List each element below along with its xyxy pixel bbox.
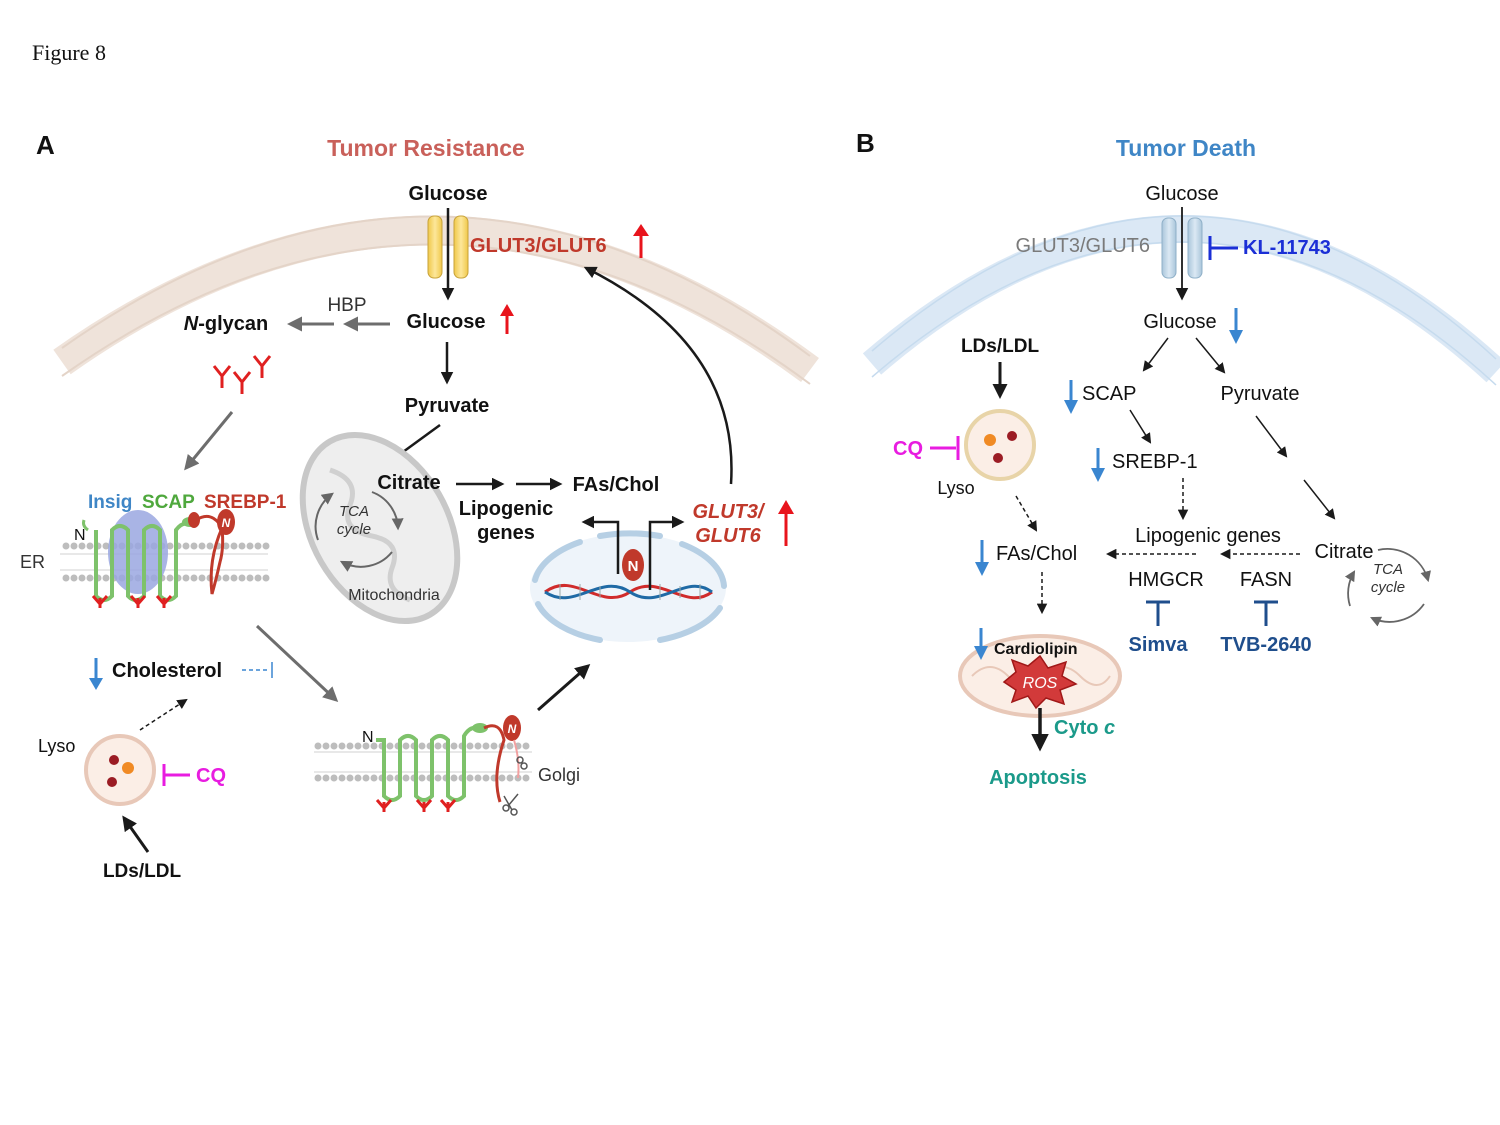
hbp-label: HBP [327,295,366,316]
citrate-a: Citrate [377,472,440,494]
lds-ldl-b: LDs/LDL [961,336,1040,357]
srebp-n-er: N [222,516,231,530]
scap-label-a: SCAP [142,492,195,513]
tvb-inhibition [1254,600,1278,626]
nglycan-label: N-glycan [184,313,268,335]
srebp-label-b: SREBP-1 [1112,451,1198,473]
glucose-in-b: Glucose [1143,311,1216,333]
insig-label: Insig [88,492,132,513]
nucleus-srebp-n: N [628,558,639,575]
simva-inhibition [1146,600,1170,626]
simva-label: Simva [1129,634,1189,656]
cholesterol-inhibition [242,662,273,678]
srebp-protein [188,509,235,595]
nucleus-a [530,530,727,643]
glucose-in-a: Glucose [407,311,486,333]
er-label: ER [20,552,45,572]
lysosome-b [964,409,1036,481]
kl11743-label: KL-11743 [1243,237,1331,259]
srebp-n-golgi: N [508,722,517,736]
pyruvate-a: Pyruvate [405,395,490,417]
ros-burst [1002,654,1078,710]
down-arrow-icon [1091,448,1105,482]
cardiolipin-label: Cardiolipin [994,641,1078,658]
srebp-protein-golgi [483,715,521,803]
cq-label-a: CQ [196,765,226,787]
glut3-glut6-label-b: GLUT3/GLUT6 [1016,235,1150,257]
lyso-label-a: Lyso [38,736,75,756]
scap-protein-golgi [376,723,488,802]
panel-b-letter: B [856,128,875,158]
scissors-icon [502,756,528,816]
lysosome-a [84,734,156,806]
tca-cycle-a [314,491,404,572]
fasn-label: FASN [1240,569,1292,591]
down-arrow-icon [975,540,989,576]
glut3-glut6-label-a: GLUT3/GLUT6 [470,235,607,257]
feedback-arrow-a [583,266,733,485]
srebp-label-a: SREBP-1 [204,492,287,513]
glycan-icon [375,799,457,812]
lipogenic-genes-b: Lipogenic genes [1135,525,1281,547]
scap-label-b: SCAP [1082,383,1136,405]
citrate-b: Citrate [1315,541,1374,563]
golgi-n-terminal: N [362,729,374,746]
mitochondria-a [299,431,461,625]
panel-a: A Tumor Resistance Glucose GLUT3/GLUT6 G… [20,130,819,882]
glucose-out-b: Glucose [1145,183,1218,205]
lyso-label-b: Lyso [937,478,974,498]
glycan-icon [91,595,173,608]
apoptosis-label: Apoptosis [989,767,1087,789]
panel-b: B Tumor Death Glucose GLUT3/GLUT6 KL-117… [856,128,1500,789]
figure-label: Figure 8 [32,40,106,65]
cell-membrane-b [862,215,1500,383]
glycan-icon [212,355,272,394]
fas-chol-b: FAs/Chol [996,543,1077,565]
pyruvate-b: Pyruvate [1221,383,1300,405]
panel-b-title: Tumor Death [1116,135,1256,161]
glucose-out-a: Glucose [409,183,488,205]
down-arrow-icon [89,658,103,690]
glut3-glut6-gene-a: GLUT3/GLUT6 [692,501,766,547]
panel-a-title: Tumor Resistance [327,135,525,161]
tca-cycle-b [1344,548,1431,627]
cholesterol-label: Cholesterol [112,660,222,682]
tvb-label: TVB-2640 [1220,634,1311,656]
lds-ldl-a: LDs/LDL [103,861,182,882]
down-arrow-icon [1064,380,1078,414]
mitochondria-b [958,634,1122,718]
golgi-label: Golgi [538,765,580,785]
kl11743-inhibition [1208,236,1238,260]
cq-label-b: CQ [893,438,923,460]
cq-inhibition-b [930,436,960,460]
ros-label: ROS [1023,675,1058,692]
glut-transporter-a [427,215,469,279]
up-arrow-icon [778,500,794,546]
down-arrow-icon [1229,308,1243,344]
cq-inhibition-a [162,764,190,786]
up-arrow-icon [500,304,514,334]
hmgcr-label: HMGCR [1128,569,1204,591]
fas-chol-a: FAs/Chol [573,474,660,496]
insig-protein [108,510,168,594]
panel-a-letter: A [36,130,55,160]
down-arrow-icon [974,628,988,660]
glut-transporter-b [1161,217,1203,279]
mitochondria-label-a: Mitochondria [348,587,440,604]
er-n-terminal: N [74,527,86,544]
cyto-c-label: Cyto c [1054,717,1115,739]
up-arrow-icon [633,224,649,258]
transcription-arrows [581,515,685,590]
